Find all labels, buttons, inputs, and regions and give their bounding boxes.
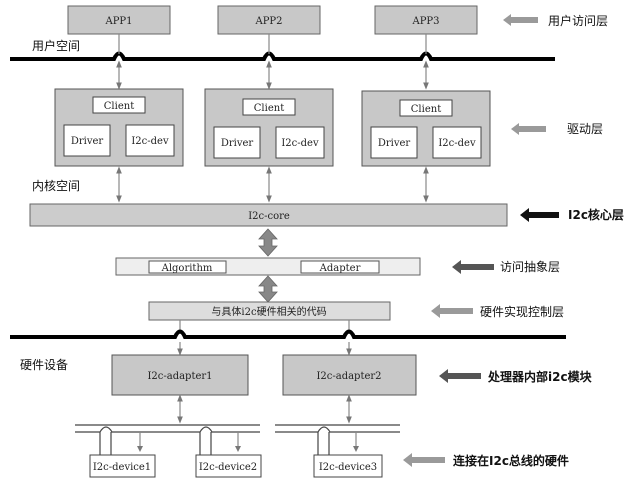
access-abstract-box: Algorithm Adapter [115, 257, 421, 276]
i2c-dev-label-2: I2c-dev [281, 138, 319, 149]
adapter1-label: I2c-adapter1 [147, 371, 212, 382]
i2c-device3-box: I2c-device3 [313, 454, 383, 478]
hardware-bus [10, 329, 566, 339]
driver-group-3: Client Driver I2c-dev [361, 90, 491, 167]
i2c-core-box: I2c-core [29, 203, 508, 227]
layer-user-access: 用户访问层 [548, 13, 608, 28]
arrow-core-layer [520, 208, 559, 222]
i2c-dev-label-1: I2c-dev [131, 136, 169, 147]
kernel-space-label: 内核空间 [32, 179, 80, 193]
app2-box: APP2 [217, 5, 321, 35]
layer-bus-hardware: 连接在I2c总线的硬件 [453, 453, 569, 468]
app1-label: APP1 [104, 16, 132, 27]
app3-label: APP3 [411, 16, 439, 27]
i2c-core-label: I2c-core [248, 211, 290, 222]
arrow-algorithm-hwcode [258, 275, 278, 303]
i2c-dev-label-3: I2c-dev [438, 138, 476, 149]
arrow-cpu-module [439, 369, 481, 383]
layer-driver: 驱动层 [567, 122, 603, 136]
arrow-access-abstract [452, 260, 494, 274]
layer-access-abstract: 访问抽象层 [500, 260, 560, 274]
arrow-hw-control [431, 304, 473, 318]
driver-label-2: Driver [221, 138, 254, 149]
i2c-device1-box: I2c-device1 [89, 454, 156, 478]
algorithm-label: Algorithm [161, 263, 213, 274]
arrow-bus-hardware [403, 453, 445, 467]
app1-box: APP1 [67, 5, 171, 35]
hw-specific-code-box: 与具体i2c硬件相关的代码 [148, 301, 391, 321]
device2-label: I2c-device2 [199, 462, 257, 473]
i2c-device2-box: I2c-device2 [195, 454, 262, 478]
layer-hw-control: 硬件实现控制层 [480, 304, 564, 319]
arrow-user-access [503, 14, 538, 26]
driver-label-3: Driver [378, 138, 411, 149]
i2c-adapter2-box: I2c-adapter2 [282, 354, 417, 396]
layer-core: I2c核心层 [568, 207, 624, 222]
client-label-1: Client [104, 101, 134, 112]
layer-cpu-module: 处理器内部i2c模块 [487, 369, 593, 384]
app2-label: APP2 [254, 16, 282, 27]
driver-group-2: Client Driver I2c-dev [204, 88, 334, 167]
arrow-driver-layer [511, 123, 546, 135]
adapter2-label: I2c-adapter2 [316, 371, 381, 382]
device3-label: I2c-device3 [319, 462, 377, 473]
client-label-2: Client [254, 103, 284, 114]
i2c-adapter1-box: I2c-adapter1 [111, 354, 249, 396]
hardware-label: 硬件设备 [20, 358, 68, 372]
adapter-label: Adapter [319, 263, 361, 274]
user-space-label: 用户空间 [32, 38, 80, 53]
driver-label-1: Driver [71, 136, 104, 147]
user-space-bus [10, 51, 555, 61]
driver-group-1: Client Driver I2c-dev [54, 88, 184, 167]
hw-code-label: 与具体i2c硬件相关的代码 [211, 305, 326, 318]
app3-box: APP3 [374, 5, 478, 35]
client-label-3: Client [411, 104, 441, 115]
device1-label: I2c-device1 [93, 462, 151, 473]
arrow-core-algorithm [258, 228, 278, 257]
i2c-bus-2 [275, 424, 400, 460]
